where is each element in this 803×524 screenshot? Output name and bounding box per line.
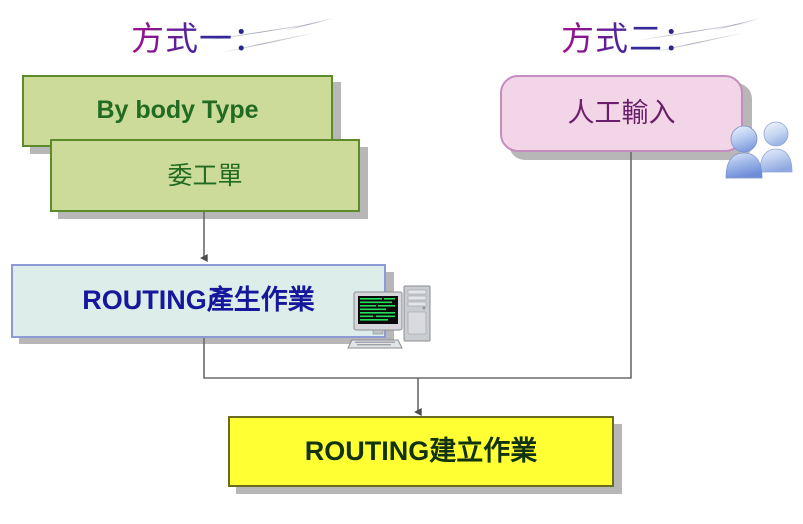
node-by-body-type[interactable]: By body Type	[22, 75, 333, 147]
node-routing-generate[interactable]: ROUTING產生作業	[11, 264, 386, 338]
computer-desktop-icon	[346, 278, 442, 354]
node-routing-generate-label: ROUTING產生作業	[82, 285, 315, 316]
node-work-order-label: 委工單	[167, 160, 243, 190]
node-manual-input[interactable]: 人工輸入	[500, 75, 743, 152]
title-streak-decoration	[711, 17, 761, 31]
node-manual-input-label: 人工輸入	[567, 97, 676, 129]
node-routing-create[interactable]: ROUTING建立作業	[228, 416, 614, 487]
users-group-icon	[716, 108, 796, 180]
node-work-order[interactable]: 委工單	[50, 139, 360, 212]
title-streak-decoration	[283, 17, 335, 31]
node-by-body-type-label: By body Type	[96, 96, 259, 125]
section-title-method-two: 方式二：	[561, 12, 697, 60]
node-routing-create-label: ROUTING建立作業	[304, 435, 538, 466]
section-title-method-one: 方式一：	[131, 12, 267, 60]
